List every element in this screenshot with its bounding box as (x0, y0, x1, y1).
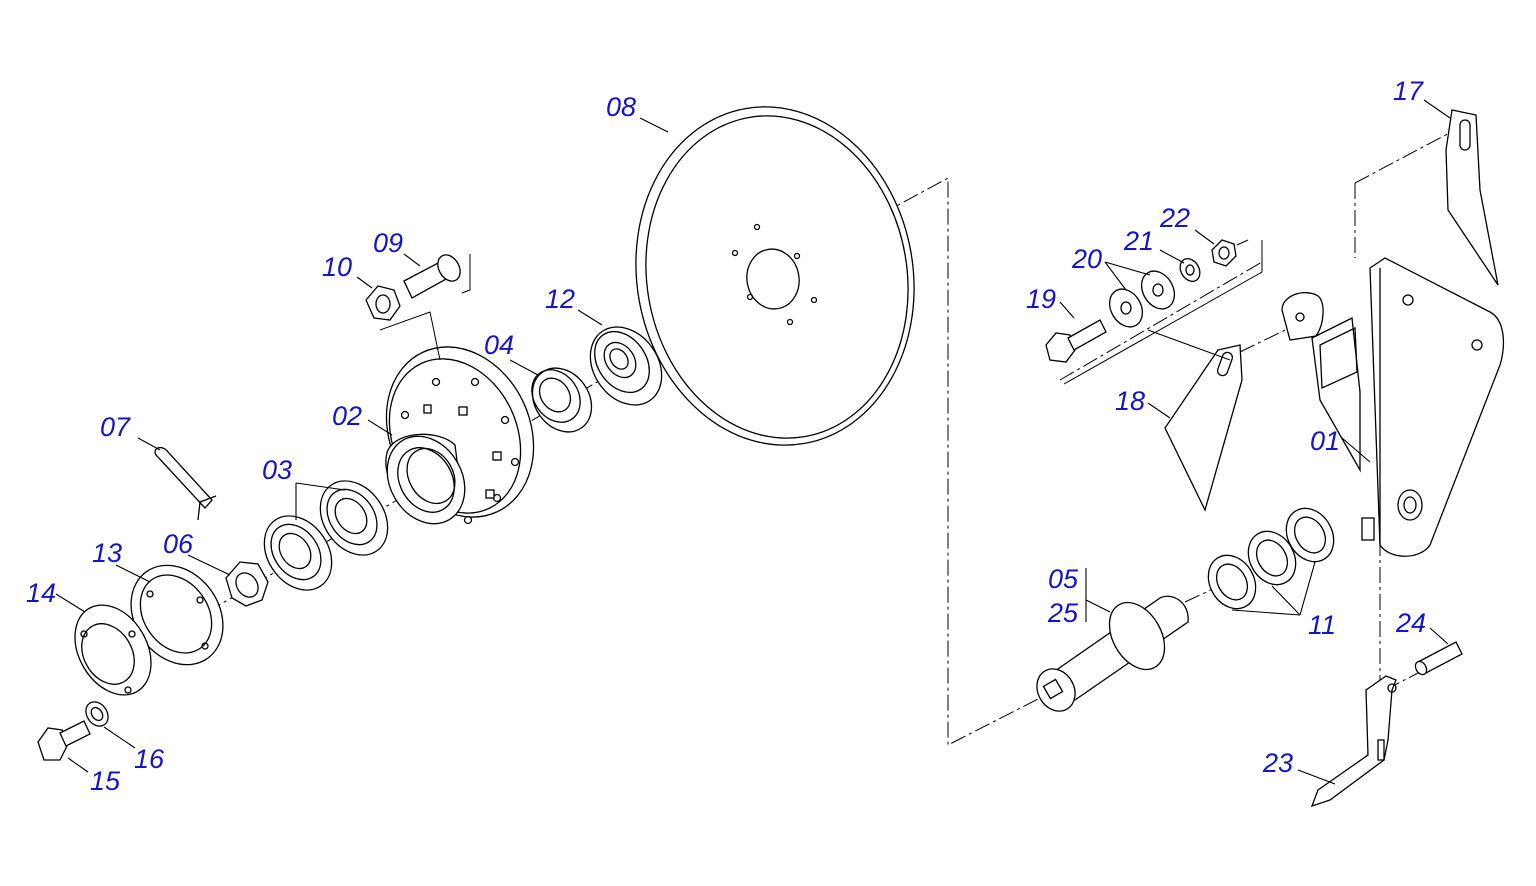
scraper-bolt (1045, 319, 1107, 363)
disc-blade (635, 106, 915, 446)
callout-06: 06 (163, 529, 194, 559)
gasket (130, 564, 224, 666)
cap-bolt (37, 720, 91, 761)
callout-12: 12 (545, 284, 576, 314)
callout-03: 03 (262, 455, 293, 485)
callout-19: 19 (1026, 284, 1057, 314)
bearing-outer (263, 515, 333, 591)
callout-10: 10 (322, 252, 353, 282)
callout-20: 20 (1072, 244, 1103, 274)
hub-cap (74, 604, 152, 696)
callout-21: 21 (1124, 226, 1155, 256)
tine-pin (1414, 641, 1463, 676)
leader-lines (55, 99, 1451, 785)
callout-22: 22 (1160, 203, 1191, 233)
callout-24: 24 (1396, 608, 1427, 638)
callout-13: 13 (92, 538, 123, 568)
spring-tine (1310, 675, 1397, 808)
upper-scraper (1445, 109, 1499, 286)
scraper-plane-bracket (1063, 240, 1263, 385)
lock-washer (85, 701, 109, 727)
callout-14: 14 (26, 578, 57, 608)
scraper-nut (1211, 239, 1237, 267)
callout-04: 04 (484, 330, 515, 360)
hub-nut (365, 285, 401, 321)
bolt-plane-bracket-2 (461, 254, 471, 294)
callout-07: 07 (100, 412, 131, 442)
callout-05: 05 (1048, 564, 1079, 594)
castle-nut (225, 561, 269, 607)
callout-01: 01 (1310, 426, 1341, 456)
callout-02: 02 (332, 401, 363, 431)
callout-09: 09 (373, 228, 404, 258)
callout-23: 23 (1263, 748, 1294, 778)
wheel-hub (385, 346, 535, 525)
cotter-pin (154, 446, 217, 521)
callout-15: 15 (90, 766, 121, 796)
disc-arm-bracket (1281, 257, 1505, 557)
hub-bolt (403, 254, 461, 299)
spacer-washers (1207, 507, 1335, 610)
callout-18: 18 (1115, 386, 1146, 416)
lower-scraper (1147, 329, 1243, 512)
bearing-inner (319, 480, 389, 556)
callout-25: 25 (1048, 598, 1079, 628)
callout-11: 11 (1308, 610, 1337, 640)
spring-washer (1179, 258, 1201, 282)
grease-seal (531, 367, 593, 433)
callout-16: 16 (134, 744, 165, 774)
flat-washers (1108, 270, 1176, 328)
callout-08: 08 (606, 92, 637, 122)
callout-17: 17 (1393, 76, 1424, 106)
axle-spindle (1036, 595, 1189, 712)
seal-ring (589, 326, 663, 406)
bolt-plane-bracket (379, 311, 441, 361)
